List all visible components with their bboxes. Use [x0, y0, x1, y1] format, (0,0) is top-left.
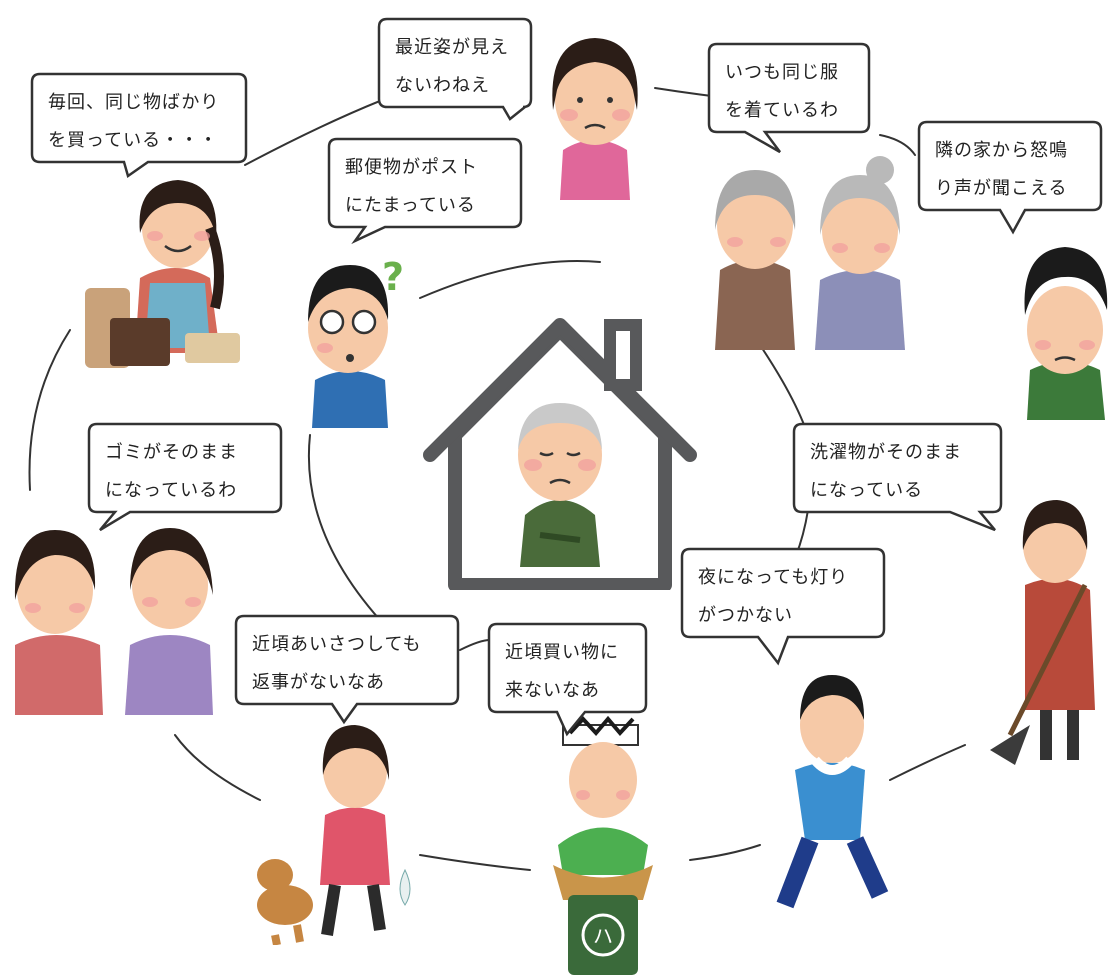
speech-bubble-lights-off: 夜になっても灯りがつかない [678, 545, 888, 667]
house-icon [423, 318, 697, 590]
bubble-text-line: り声が聞こえる [935, 178, 1068, 199]
speech-bubble-not-shopping: 近頃買い物に来ないなあ [485, 620, 650, 738]
worried-woman-icon [552, 38, 638, 200]
speech-bubble-shouting-neighbor: 隣の家から怒鳴り声が聞こえる [915, 118, 1105, 236]
bubble-text-line: を着ているわ [725, 100, 839, 121]
bubble-text-line: いつも同じ服 [725, 62, 839, 83]
elderly-man-icon [518, 403, 602, 567]
apron-mark: ハ [593, 924, 613, 948]
bubble-text-line: がつかない [698, 605, 793, 626]
speech-bubble-not-seen: 最近姿が見えないわねえ [375, 15, 535, 123]
bubble-text-line: 近頃買い物に [505, 642, 619, 663]
gossiping-women-icon [14, 528, 213, 715]
bubble-text-line: 毎回、同じ物ばかり [48, 92, 220, 113]
bubble-text-line: 来ないなあ [505, 680, 600, 701]
bubble-text-line: 返事がないなあ [252, 672, 385, 693]
bubble-text-line: にたまっている [345, 195, 476, 216]
bubble-text-line: になっているわ [105, 480, 238, 501]
shopkeeper-woman-icon [85, 180, 240, 368]
woman-walking-dog-icon [257, 725, 411, 945]
bubble-text-line: 郵便物がポスト [345, 157, 478, 178]
question-mark: ? [382, 255, 404, 299]
speech-bubble-same-items: 毎回、同じ物ばかりを買っている・・・ [28, 70, 250, 179]
speech-bubble-no-greeting: 近頃あいさつしても返事がないなあ [232, 612, 462, 725]
annoyed-man-icon [1024, 247, 1108, 420]
bubble-text-line: 隣の家から怒鳴 [935, 140, 1068, 161]
speech-bubble-laundry: 洗濯物がそのままになっている [790, 420, 1005, 532]
elderly-women-pair-icon [715, 156, 905, 350]
speech-bubble-same-clothes: いつも同じ服を着ているわ [705, 40, 873, 155]
speech-bubble-mail-piling: 郵便物がポストにたまっている [325, 135, 525, 245]
bubble-text-line: 夜になっても灯り [698, 567, 849, 588]
bubble-text-line: 近頃あいさつしても [252, 634, 422, 655]
bubble-text-line: ゴミがそのまま [105, 442, 238, 463]
bubble-text-line: になっている [810, 480, 924, 501]
bubble-text-line: 洗濯物がそのまま [810, 442, 962, 463]
bubble-text-line: ないわねえ [395, 75, 490, 96]
puzzled-man-icon: ? [308, 255, 404, 428]
bubble-text-line: 最近姿が見え [395, 37, 509, 58]
bubble-text-line: を買っている・・・ [48, 130, 219, 151]
speech-bubble-garbage: ゴミがそのままになっているわ [85, 420, 285, 532]
sweeping-woman-icon [990, 500, 1095, 765]
vegetable-vendor-icon: ハ [553, 715, 653, 975]
jogging-man-icon [776, 675, 889, 909]
